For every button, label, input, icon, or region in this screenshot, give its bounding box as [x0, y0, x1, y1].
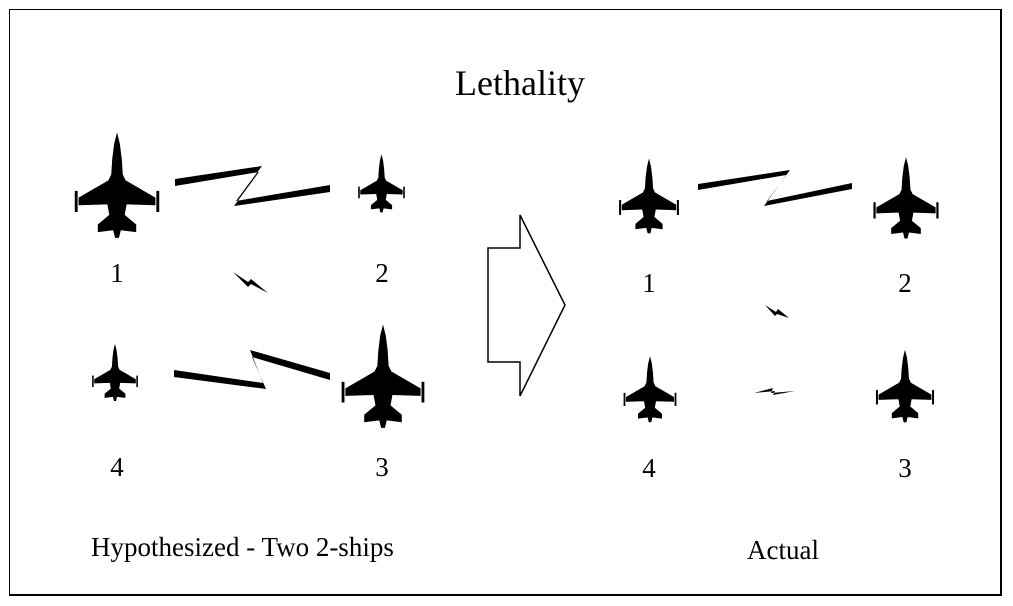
- hypothesized-label-1: 1: [110, 258, 124, 288]
- jet-2-icon: [873, 157, 939, 239]
- lightning-bolt-icon: [765, 305, 789, 318]
- hypothesized-caption: Hypothesized - Two 2-ships: [91, 532, 394, 562]
- lightning-bolt-icon: [174, 350, 330, 389]
- jet-1-icon: [619, 158, 679, 234]
- actual-group: [619, 157, 939, 423]
- actual-label-2: 2: [898, 268, 912, 298]
- hypothesized-label-4: 4: [110, 452, 124, 482]
- hypothesized-label-3: 3: [375, 452, 389, 482]
- lightning-bolt-icon: [754, 388, 795, 395]
- actual-label-3: 3: [898, 453, 912, 483]
- actual-label-4: 4: [642, 453, 656, 483]
- jet-4-icon: [92, 343, 138, 402]
- jet-3-icon: [341, 324, 425, 428]
- jet-1-icon: [74, 132, 160, 238]
- jet-4-icon: [623, 356, 677, 423]
- actual-caption: Actual: [747, 535, 819, 565]
- actual-label-1: 1: [642, 268, 656, 298]
- lightning-bolt-icon: [175, 166, 330, 206]
- jet-3-icon: [875, 349, 935, 423]
- diagram-title: Lethality: [455, 63, 585, 103]
- hypothesized-group: [74, 132, 425, 428]
- lightning-bolt-icon: [698, 170, 852, 206]
- right-arrow-icon: [487, 214, 566, 397]
- lightning-bolt-icon: [233, 272, 268, 293]
- hypothesized-label-2: 2: [375, 258, 389, 288]
- jet-2-icon: [358, 154, 405, 213]
